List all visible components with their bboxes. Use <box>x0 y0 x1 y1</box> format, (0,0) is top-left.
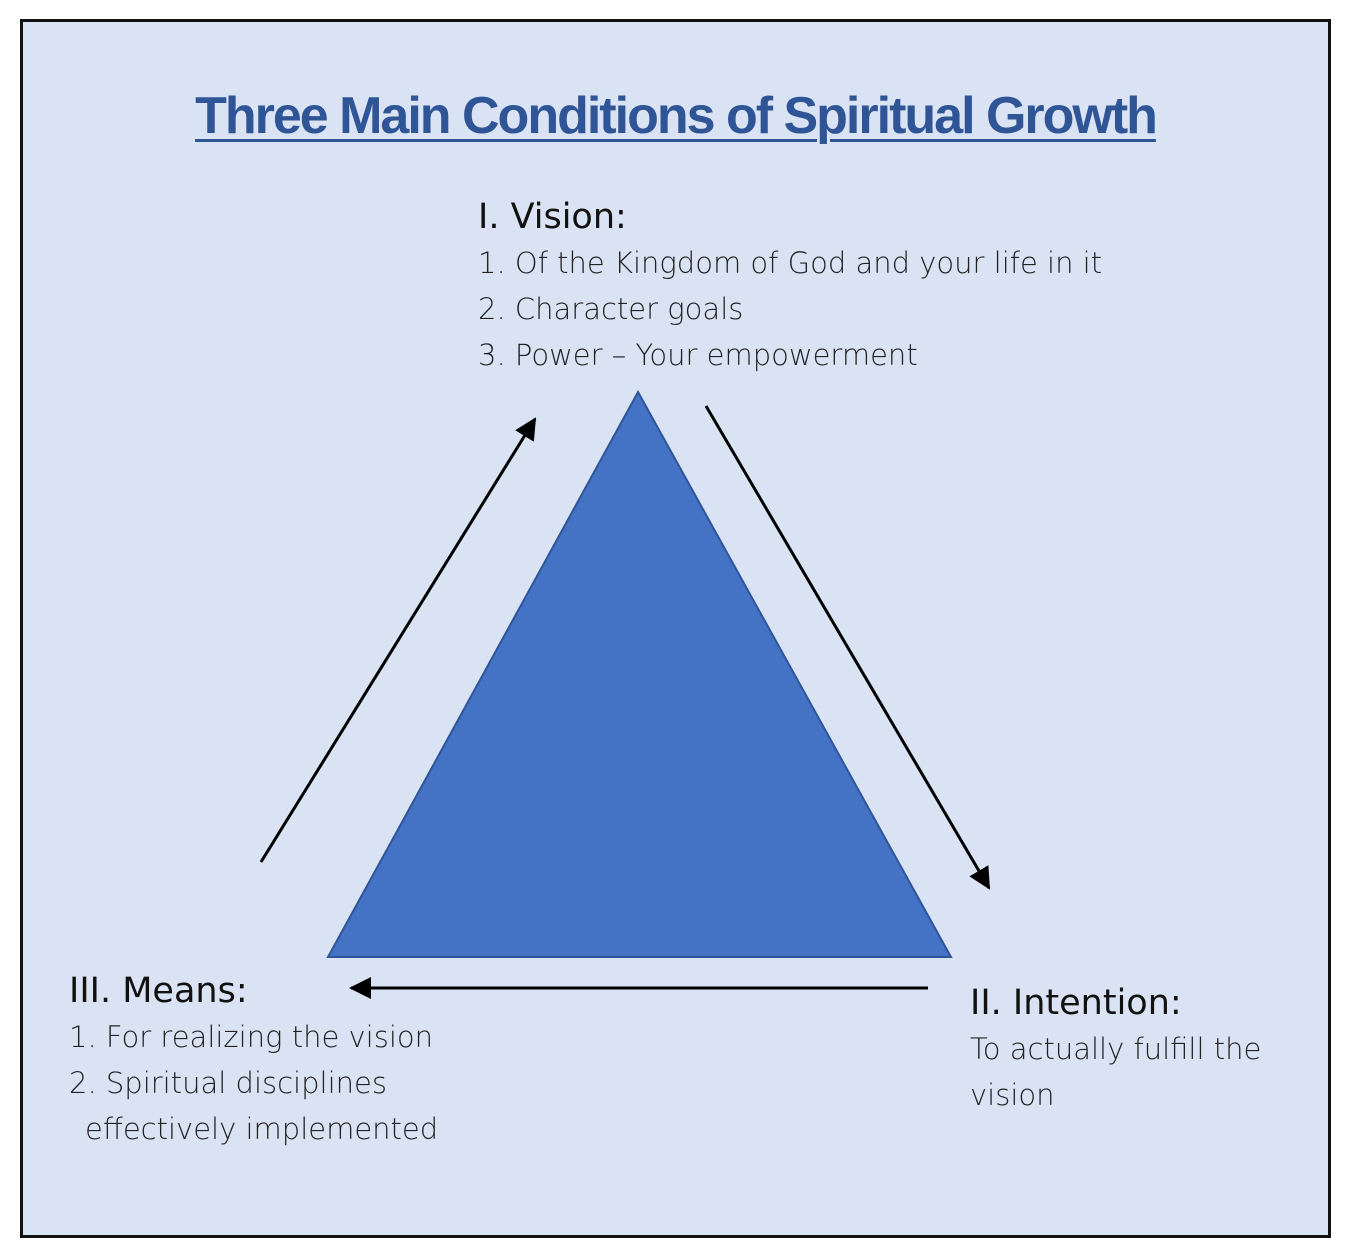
intention-heading: II. Intention: <box>970 983 1182 1023</box>
intention-line: To actually fulfill the <box>970 1032 1262 1066</box>
arrow-vision-to-intention <box>704 405 991 890</box>
vision-heading: I. Vision: <box>478 197 627 237</box>
diagram-frame: Three Main Conditions of Spiritual Growt… <box>20 19 1331 1238</box>
means-item: 2. Spiritual disciplines <box>69 1066 387 1100</box>
vision-item: 2. Character goals <box>478 292 744 326</box>
means-item: 1. For realizing the vision <box>69 1020 434 1054</box>
arrow-means-to-vision <box>259 417 537 863</box>
diagram-graphics <box>259 389 991 999</box>
vision-item: 3. Power – Your empowerment <box>478 338 918 372</box>
vision-item: 1. Of the Kingdom of God and your life i… <box>478 246 1103 280</box>
diagram-title: Three Main Conditions of Spiritual Growt… <box>195 87 1158 145</box>
intention-line: vision <box>970 1078 1055 1112</box>
intention-block: II. Intention: To actually fulfill the v… <box>970 980 1261 1118</box>
vision-block: I. Vision: 1. Of the Kingdom of God and … <box>478 194 1102 378</box>
means-item-continuation: effectively implemented <box>85 1112 439 1146</box>
means-block: III. Means: 1. For realizing the vision … <box>69 968 438 1152</box>
means-heading: III. Means: <box>69 971 248 1011</box>
central-triangle <box>326 389 953 958</box>
